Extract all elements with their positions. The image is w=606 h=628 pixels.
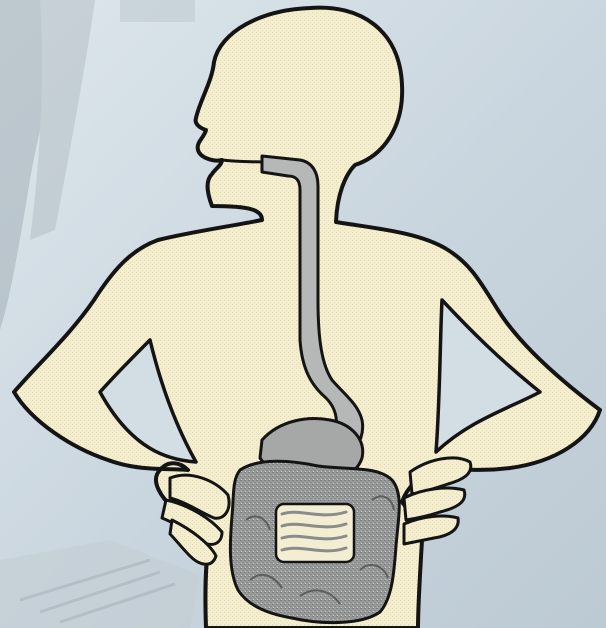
- small-intestine: [276, 504, 354, 562]
